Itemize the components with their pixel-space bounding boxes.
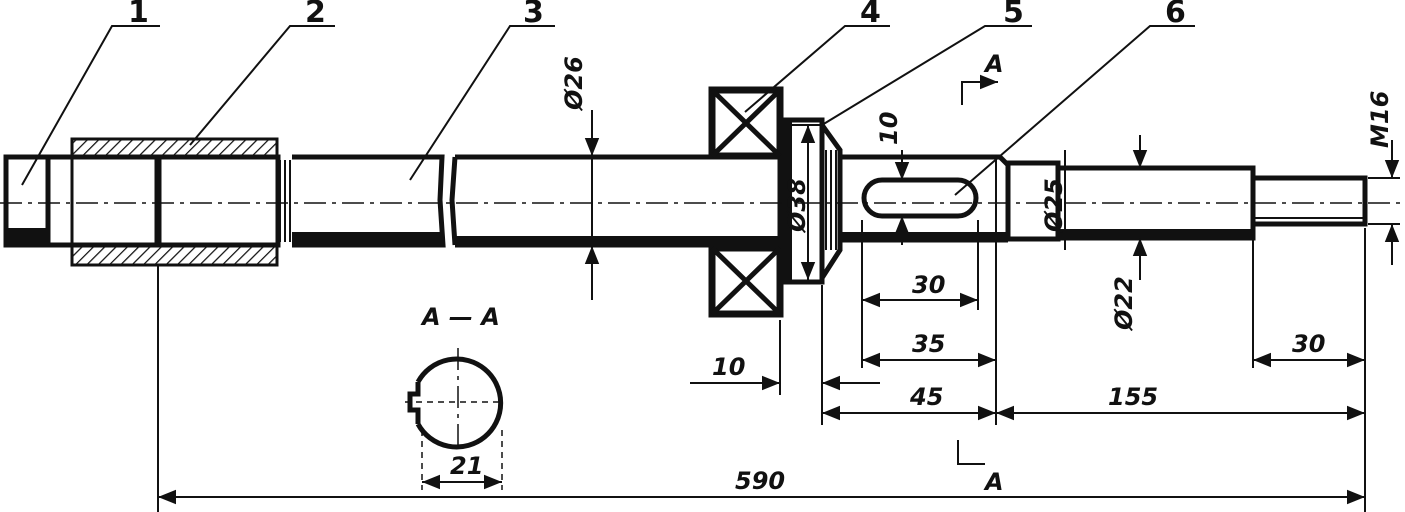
svg-text:30: 30 <box>1292 330 1325 358</box>
dim-dia-25: Ø25 <box>1040 150 1068 250</box>
keyway-slot <box>861 177 979 219</box>
extension-lines <box>157 160 1366 512</box>
callout-labels: 1 2 3 4 5 6 <box>128 0 1186 30</box>
svg-text:Ø25: Ø25 <box>1040 178 1068 234</box>
svg-text:A: A <box>983 468 1004 496</box>
svg-text:21: 21 <box>450 452 483 480</box>
sleeve-top <box>70 137 279 159</box>
svg-text:Ø26: Ø26 <box>560 56 588 112</box>
dim-seg-45: 45 <box>822 383 996 421</box>
dim-key-span: 35 <box>862 330 996 368</box>
svg-text:155: 155 <box>1108 383 1158 411</box>
dim-dia-26: Ø26 <box>560 56 600 300</box>
callout-1: 1 <box>128 0 149 30</box>
svg-text:45: 45 <box>909 383 943 411</box>
callout-4: 4 <box>860 0 881 30</box>
section-title: A — A <box>420 303 500 331</box>
bearing <box>708 86 784 318</box>
section-marker-top: A <box>961 50 1004 105</box>
callout-leaders <box>21 25 1195 196</box>
dim-dia-38: Ø38 <box>783 124 822 280</box>
dim-overall: 590 <box>158 467 1365 505</box>
callout-2: 2 <box>305 0 326 30</box>
dim-thread: M16 <box>1366 91 1400 265</box>
dim-seg-155: 155 <box>996 383 1365 421</box>
callout-3: 3 <box>523 0 544 30</box>
svg-text:A: A <box>983 50 1004 78</box>
dim-collar: 10 <box>690 353 880 391</box>
dim-thread-length: 30 <box>1253 330 1365 368</box>
dim-key-length: 30 <box>862 271 978 308</box>
section-marker-bottom: A <box>957 440 1004 496</box>
svg-text:M16: M16 <box>1366 91 1394 148</box>
svg-text:30: 30 <box>912 271 945 299</box>
svg-text:Ø38: Ø38 <box>783 178 811 234</box>
dim-key-width: 10 <box>875 112 910 245</box>
svg-text:Ø22: Ø22 <box>1110 276 1138 332</box>
svg-text:10: 10 <box>875 112 903 145</box>
dim-dia-22: Ø22 <box>1110 135 1148 332</box>
svg-text:10: 10 <box>712 353 745 381</box>
svg-text:590: 590 <box>735 467 785 495</box>
section-view-a-a: A — A 21 <box>405 303 504 490</box>
svg-text:35: 35 <box>912 330 945 358</box>
sleeve-bottom <box>70 243 279 267</box>
callout-5: 5 <box>1003 0 1024 30</box>
shaft-body <box>3 117 1368 285</box>
callout-6: 6 <box>1165 0 1186 30</box>
